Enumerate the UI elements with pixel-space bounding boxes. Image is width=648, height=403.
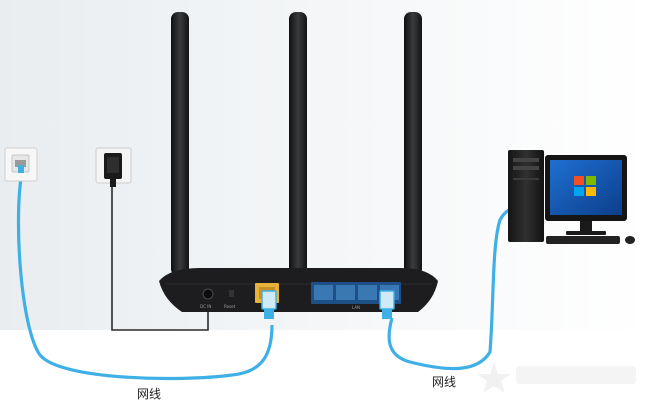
router-antennas: [171, 12, 422, 288]
cable-label-left: 网线: [137, 387, 162, 401]
dc-in-port: [202, 288, 214, 300]
power-cord: [111, 186, 209, 331]
power-outlet-icon: [95, 147, 132, 187]
reset-button: [229, 290, 234, 297]
lan-port-1: [314, 285, 333, 300]
cable-wall-to-wan: [16, 177, 274, 381]
pc-tower: [508, 150, 544, 242]
reset-port-label: Reset: [224, 304, 236, 309]
star-watermark-icon: [477, 362, 636, 393]
lan-port-label: LAN: [352, 305, 361, 310]
cable-label-right: 网线: [432, 375, 457, 389]
antenna-center: [289, 12, 307, 288]
lan-port-2: [336, 285, 355, 300]
windows-logo-icon: [574, 176, 596, 196]
lan-port-3: [358, 285, 377, 300]
mouse: [625, 236, 635, 244]
ethernet-wall-socket-icon: [4, 147, 38, 182]
antenna-left: [171, 12, 189, 276]
wireless-router-icon: [159, 268, 438, 312]
keyboard: [546, 236, 620, 244]
dc-in-port-label: DC IN: [200, 304, 212, 309]
desktop-computer-icon: [508, 150, 635, 244]
antenna-right: [404, 12, 422, 276]
rj45-plug-lan: [379, 290, 395, 319]
cable-lan-to-computer: [387, 201, 532, 371]
rj45-plug-wan: [261, 290, 277, 319]
